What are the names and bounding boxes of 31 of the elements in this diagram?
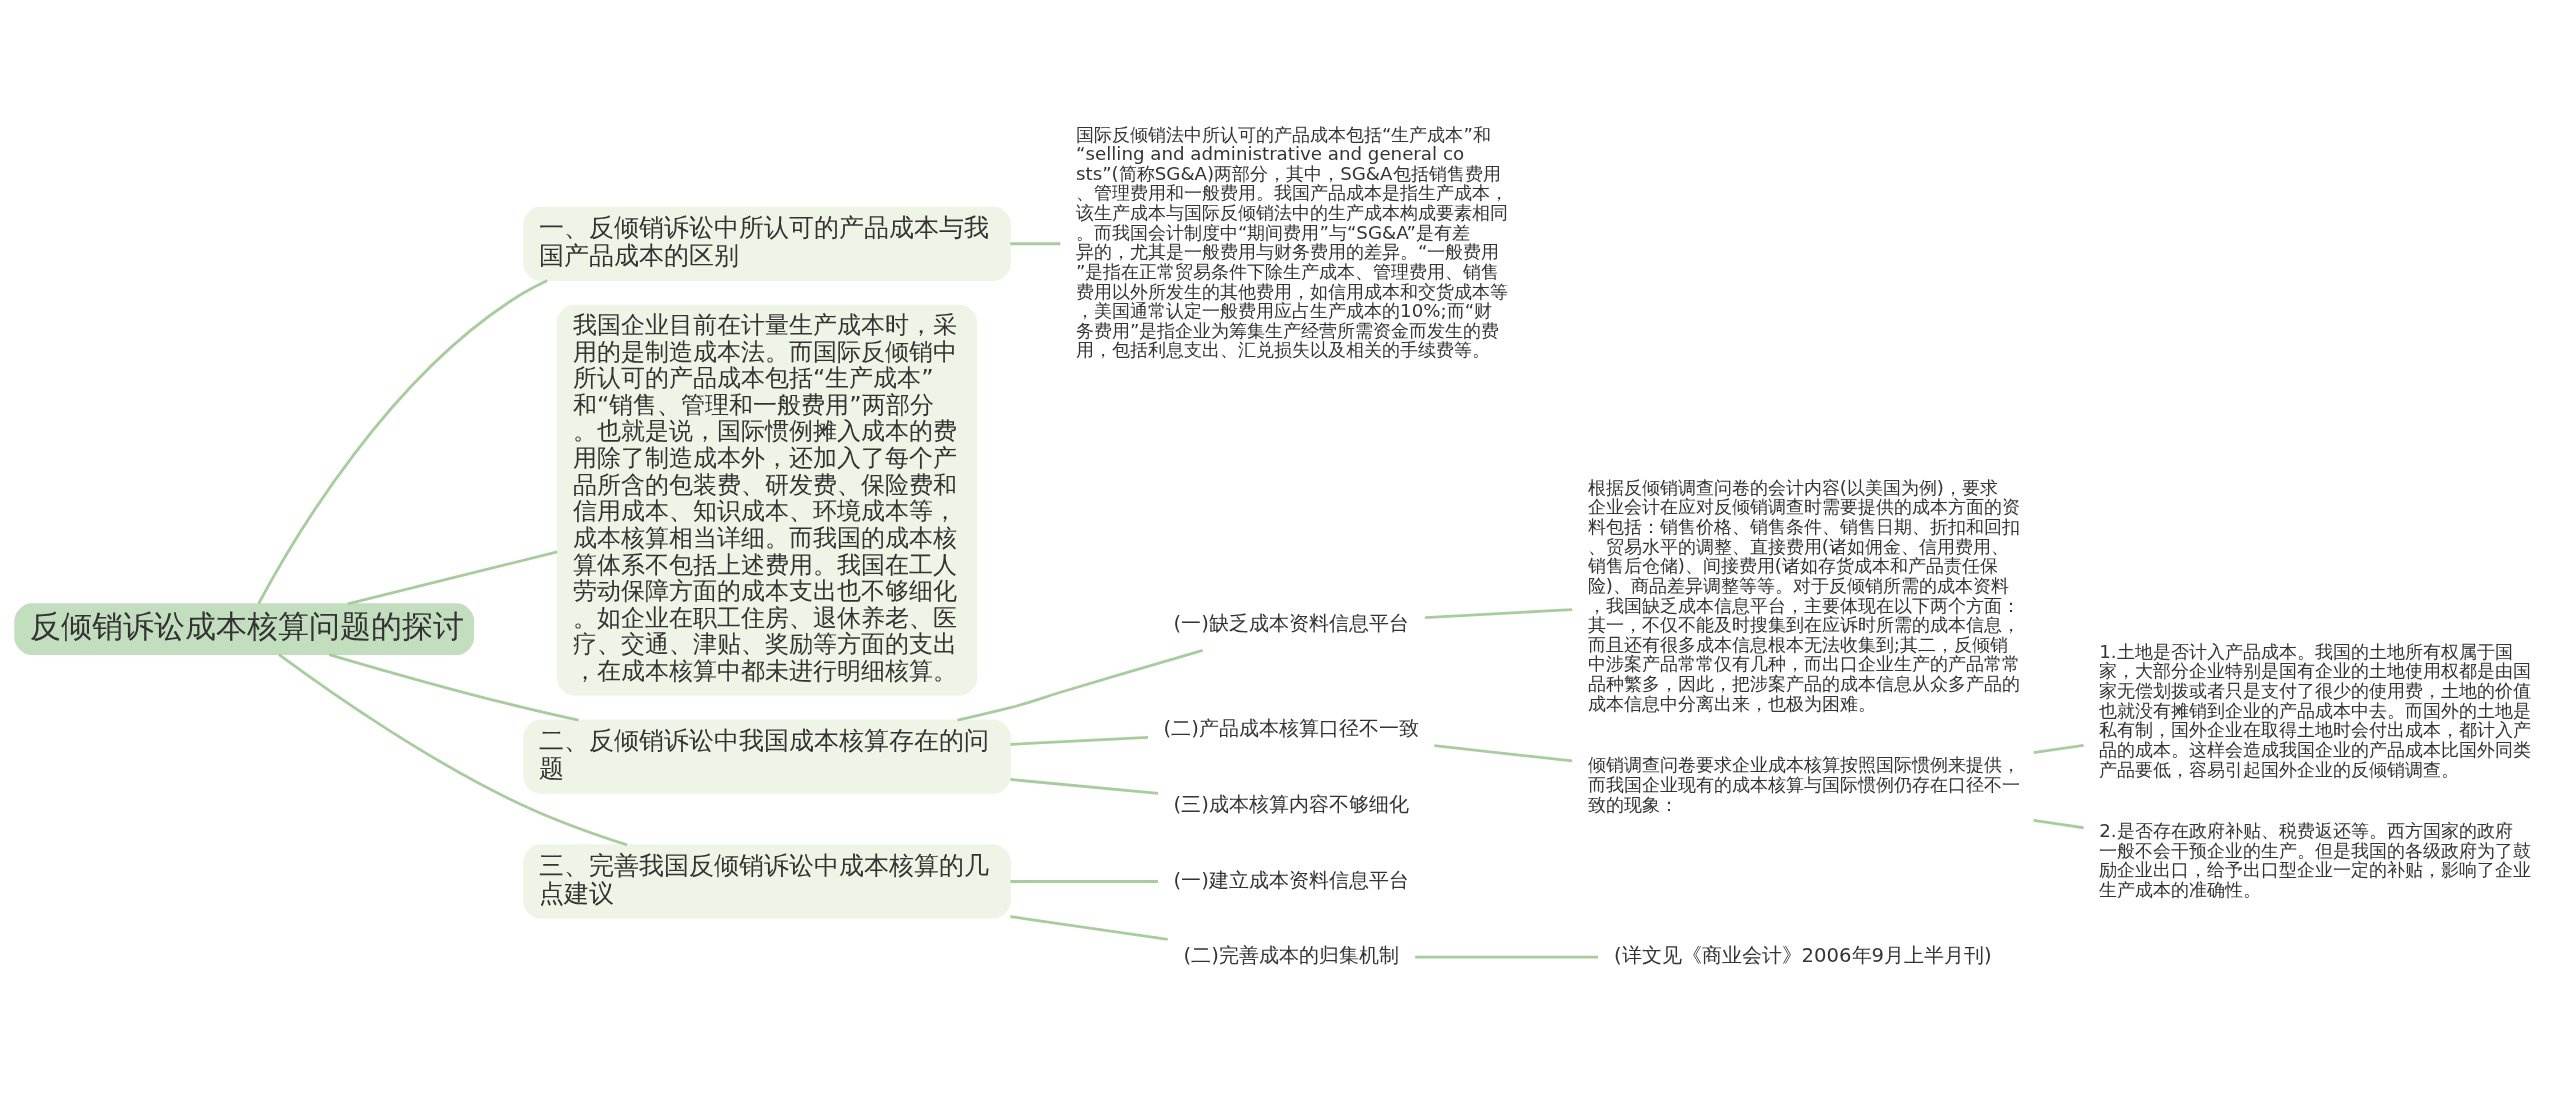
node-box: 我国企业目前在计量生产成本时，采用的是制造成本法。而国际反倾销中所认可的产品成本包括“生产成本”和“销售、管理和一般费用”两部分。也就是说，国际惯例摊入成本的费用除了制造成本外，还加入了每个产品所含的包装费、研发费、保险费和信用成本、知识成本、环境成本等，成本核算相当详细。而我国的成本核算体系不包括上述费用。我国在工人劳动保障方面的成本支出也不够细化。如企业在职工住房、退休养老、医疗、交通、津贴、奖励等方面的支出，在成本核算中都未进行明细核算。 (556, 304, 978, 696)
connector (1434, 744, 1573, 763)
node-text: (详文见《商业会计》2006年9月上半月刊) (1613, 944, 1992, 968)
node-text: 根据反倾销调查问卷的会计内容(以美国为例)，要求企业会计在应对反倾销调查时需要提供的成本方面的资料包括：销售价格、销售条件、销售日期、折扣和回扣、贸易水平的调整、直接费用(诸如佣金、信用费用、销售后仓储)、间接费用(诸如存货成本和产品责任保险)、商品差异调整等等。对于反倾销所需的成本资料，我国缺乏成本信息平台，主要体现在以下两个方面：其一，不仅不能及时搜集到在应诉时所需的成本信息，而且还有很多成本信息根本无法收集到;其二，反倾销中涉案产品常常仅有几种，而出口企业生产的产品常常品种繁多，因此，把涉案产品的成本信息从众多产品的成本信息中分离出来，也极为困难。 (1587, 476, 2020, 714)
connector (1010, 778, 1159, 795)
connector (1010, 242, 1061, 246)
node-text: 2.是否存在政府补贴、税费返还等。西方国家的政府一般不会干预企业的生产。但是我国的各级政府为了鼓励企业出口，给予出口型企业一定的补贴，影响了企业生产成本的准确性。 (2099, 820, 2532, 901)
connector (257, 279, 548, 605)
node-text: (三)成本核算内容不够细化 (1173, 792, 1409, 816)
connector (1424, 608, 1573, 620)
connector (328, 653, 579, 722)
connector (278, 653, 628, 847)
connector (2033, 744, 2084, 755)
node-text: 倾销调查问卷要求企业成本核算按照国际惯例来提供，而我国企业现有的成本核算与国际惯例仍存在口径不一致的现象： (1587, 754, 2020, 815)
node-text: (二)完善成本的归集机制 (1183, 944, 1399, 968)
connector (1010, 915, 1168, 941)
connector (1010, 735, 1149, 746)
node-box: 三、完善我国反倾销诉讼中成本核算的几点建议 (523, 844, 1011, 919)
connector (1415, 955, 1599, 959)
node-text: (一)建立成本资料信息平台 (1173, 868, 1409, 892)
node-box: 二、反倾销诉讼中我国成本核算存在的问题 (523, 719, 1011, 794)
node-box: 反倾销诉讼成本核算问题的探讨 (14, 603, 475, 656)
node-text: 1.土地是否计入产品成本。我国的土地所有权属于国家，大部分企业特别是国有企业的土地使用权都是由国家无偿划拨或者只是支付了很少的使用费，土地的价值也就没有摊销到企业的产品成本中去。而国外的土地是私有制，国外企业在取得土地时会付出成本，都计入产品的成本。这样会造成我国企业的产品成本比国外同类产品要低，容易引起国外企业的反倾销调查。 (2099, 640, 2532, 780)
node-text: (一)缺乏成本资料信息平台 (1173, 612, 1409, 636)
node-box: 一、反倾销诉讼中所认可的产品成本与我国产品成本的区别 (523, 206, 1011, 281)
connector (2033, 818, 2084, 830)
connector (1010, 880, 1158, 883)
connector (957, 648, 1204, 722)
node-text: (二)产品成本核算口径不一致 (1163, 717, 1419, 741)
connector (347, 550, 558, 606)
node-text: 国际反倾销法中所认可的产品成本包括“生产成本”和“selling and administrative and general costs”(简称SG&A)两部分，其中，SG&A包括销售费用、管理费用和一般费用。我国产品成本是指生产成本，该生产成本与国际反倾销法中的生产成本构成要素相同。而我国会计制度中“期间费用”与“SG&A”是有差异的，尤其是一般费用与财务费用的差异。“一般费用”是指在正常贸易条件下除生产成本、管理费用、销售费用以外所发生的其他费用，如信用成本和交货成本等，美国通常认定一般费用应占生产成本的10%;而“财务费用”是指企业为筹集生产经营所需资金而发生的费用，包括利息支出、汇兑损失以及相关的手续费等。 (1076, 123, 1509, 361)
